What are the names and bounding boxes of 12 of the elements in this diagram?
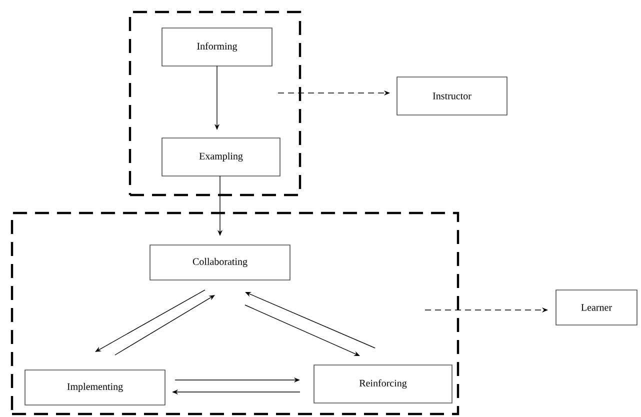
process-box: Reinforcing [314,364,452,404]
arrow [95,290,206,352]
process-box: Exampling [162,138,280,176]
process-box: Instructor [396,76,508,116]
arrow [114,295,215,356]
process-box: Learner [556,290,638,326]
process-box: Implementing [24,370,166,406]
process-box: Informing [162,28,272,66]
process-box: Collaborating [150,244,290,280]
arrow [244,304,360,356]
group-box [10,212,460,416]
group-box [128,10,302,196]
